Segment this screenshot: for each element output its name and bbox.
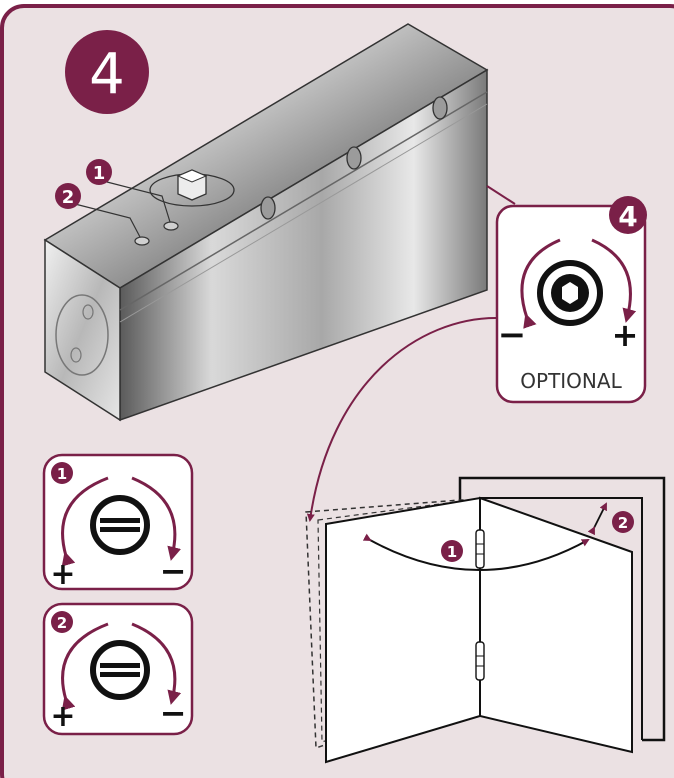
optional-plus-sign: +	[612, 316, 639, 354]
panel1-plus-sign: +	[50, 557, 75, 592]
closing-speed-arc	[362, 533, 590, 571]
optional-to-door-arrow	[306, 317, 497, 522]
panel2-badge-label: 2	[57, 614, 67, 632]
optional-ccw-arrow	[520, 238, 561, 329]
slotted-screw-icon	[90, 495, 150, 555]
callout-label-1: 1	[93, 163, 106, 184]
optional-leader	[486, 185, 516, 205]
adjust-panel-1: 1 + −	[42, 453, 194, 592]
door-closer-body	[43, 23, 489, 422]
callout-badge-2	[55, 183, 81, 209]
optional-badge	[609, 196, 647, 234]
slotted-screw-icon	[90, 640, 150, 700]
door-leaf-left	[325, 496, 481, 764]
optional-badge-label: 4	[618, 200, 637, 233]
callout-badge-1	[86, 159, 112, 185]
panel1-badge	[51, 462, 73, 484]
panel2-cw-arrow	[131, 622, 182, 705]
panel1-ccw-arrow	[61, 476, 109, 567]
hinge-bottom	[475, 641, 485, 681]
screw-callouts: 1 2	[55, 159, 171, 238]
mount-hole	[346, 146, 362, 170]
step-number: 4	[89, 42, 125, 107]
hinge-top	[475, 529, 485, 569]
step-badge: 4	[65, 30, 149, 114]
latch-gap-arrow	[587, 502, 607, 536]
mount-hole	[432, 96, 448, 120]
optional-label: OPTIONAL	[520, 369, 622, 393]
door-callout-2	[612, 511, 634, 533]
adjust-panel-2: 2 + −	[42, 602, 194, 736]
optional-minus-sign: −	[498, 315, 527, 355]
door-frame-inner	[480, 497, 643, 740]
door-illustration: 1 2	[305, 476, 666, 764]
panel2-plus-sign: +	[50, 699, 75, 734]
door-frame	[458, 476, 666, 742]
adjust-screw-1	[163, 221, 179, 231]
adjust-screw-2	[134, 236, 150, 246]
door-open-position-dashed	[305, 499, 481, 750]
callout-label-2: 2	[62, 187, 75, 208]
panel2-badge	[51, 611, 73, 633]
door-callout-1-label: 1	[447, 543, 457, 561]
door-callout-2-label: 2	[618, 514, 628, 532]
panel2-minus-sign: −	[160, 694, 187, 732]
mount-hole	[260, 196, 276, 220]
optional-cw-arrow	[591, 238, 637, 323]
panel1-badge-label: 1	[57, 465, 67, 483]
optional-panel: − + OPTIONAL 4	[495, 196, 647, 404]
hex-screw-icon	[537, 260, 603, 326]
door-callout-1	[441, 540, 463, 562]
panel1-minus-sign: −	[160, 552, 187, 590]
panel2-ccw-arrow	[61, 622, 109, 711]
panel1-cw-arrow	[131, 476, 181, 561]
